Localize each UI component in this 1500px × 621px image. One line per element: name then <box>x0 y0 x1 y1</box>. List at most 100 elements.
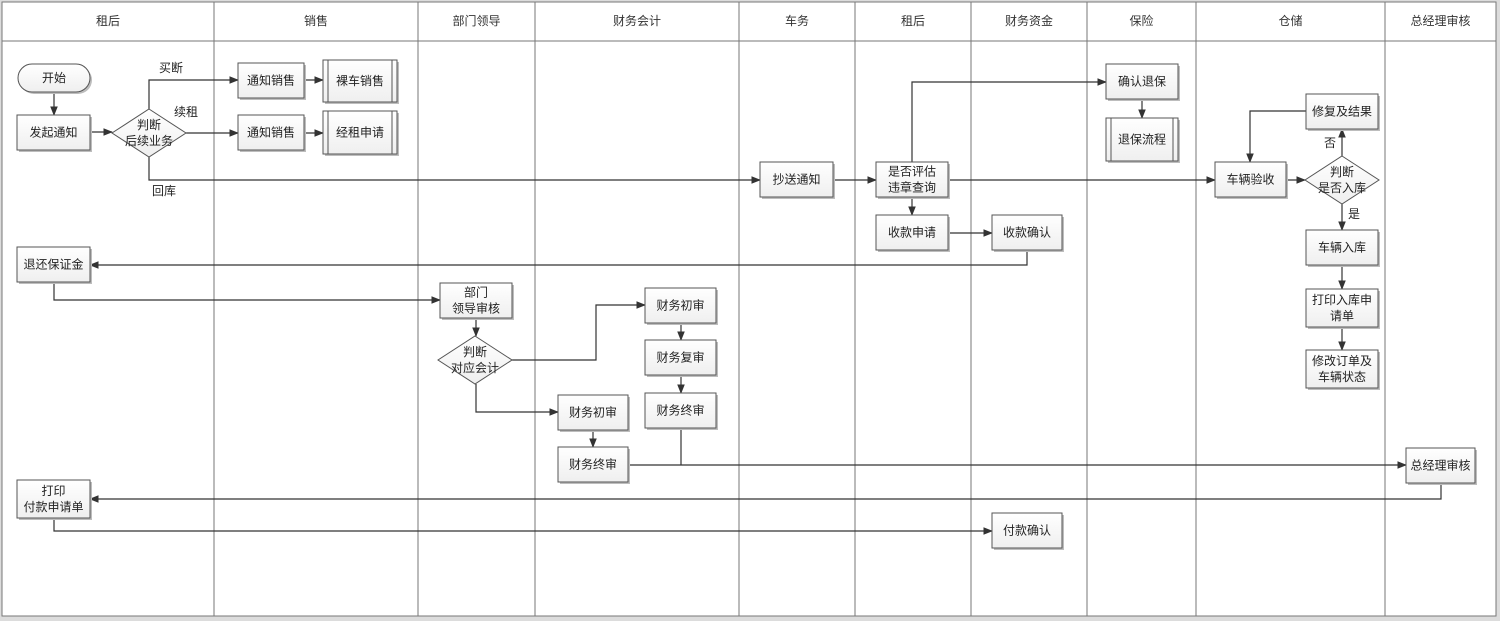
node-label: 打印 <box>41 484 65 498</box>
node-label: 付款确认 <box>1003 524 1051 538</box>
node-cwcs2: 财务初审 <box>557 394 630 432</box>
process-shape <box>1305 93 1379 130</box>
node-label: 总经理审核 <box>1410 458 1470 473</box>
node-label: 车辆状态 <box>1318 369 1366 384</box>
connector-arrow <box>1246 110 1306 163</box>
lane-title: 车务 <box>785 13 809 28</box>
node-cwcs1: 财务初审 <box>644 287 718 325</box>
process-shape <box>875 214 949 251</box>
node-label: 领导审核 <box>452 301 500 316</box>
node-tzxs1: 通知销售 <box>237 62 306 100</box>
edge-label-shi: 是 <box>1348 207 1360 221</box>
node-qrtb: 确认退保 <box>1105 63 1180 101</box>
node-label: 车辆验收 <box>1226 172 1274 187</box>
connector-arrow <box>53 282 441 304</box>
process-shape <box>991 512 1063 549</box>
node-zjl: 总经理审核 <box>1405 447 1477 485</box>
lane-title: 部门领导 <box>452 13 500 28</box>
process-shape <box>16 479 91 519</box>
node-label: 请单 <box>1330 309 1354 323</box>
connector-arrow <box>148 157 761 184</box>
lane-title: 租后 <box>901 14 925 28</box>
node-label: 财务初审 <box>569 405 617 420</box>
process-shape <box>1305 288 1379 328</box>
decision-shape <box>437 335 513 385</box>
decision-shape <box>1304 155 1380 205</box>
node-label: 财务终审 <box>569 457 617 472</box>
node-label: 违章查询 <box>888 180 936 195</box>
node-label: 车辆入库 <box>1318 240 1366 255</box>
decision-shape <box>111 108 187 158</box>
node-tblc: 退保流程 <box>1105 117 1180 163</box>
node-start: 开始 <box>17 63 92 94</box>
node-label: 退还保证金 <box>23 257 83 272</box>
process-shape <box>991 214 1063 251</box>
process-shape <box>16 246 91 283</box>
node-label: 确认退保 <box>1118 75 1166 89</box>
node-label: 抄送通知 <box>772 172 820 187</box>
process-shape <box>322 59 398 103</box>
node-cwzs2: 财务终审 <box>557 446 630 484</box>
node-label: 付款申请单 <box>23 500 83 514</box>
node-label: 对应会计 <box>451 360 499 375</box>
node-thbzj: 退还保证金 <box>16 246 92 284</box>
lane-title: 租后 <box>96 14 120 28</box>
node-lcxs: 裸车销售 <box>322 59 399 104</box>
node-label: 裸车销售 <box>336 73 384 88</box>
process-shape <box>644 287 717 324</box>
lane-titles: 租后销售部门领导财务会计车务租后财务资金保险仓储总经理审核 <box>96 13 1471 28</box>
process-shape <box>1305 349 1379 389</box>
lane-title: 财务会计 <box>613 13 661 28</box>
node-cwzs1: 财务终审 <box>644 392 718 430</box>
process-shape <box>875 161 949 198</box>
node-sksq: 收款申请 <box>875 214 950 252</box>
node-label: 修改订单及 <box>1312 353 1372 368</box>
process-shape <box>557 394 629 431</box>
lane-title: 仓储 <box>1278 13 1302 28</box>
node-label: 财务复审 <box>656 350 704 365</box>
connector-arrow <box>53 518 993 535</box>
process-shape <box>557 446 629 483</box>
edges <box>50 76 1442 535</box>
lane-title: 总经理审核 <box>1410 13 1470 28</box>
process-shape <box>1305 229 1379 266</box>
connector-arrow <box>475 384 559 416</box>
process-shape <box>16 114 91 151</box>
node-label: 是否评估 <box>888 165 936 179</box>
node-label: 是否入库 <box>1318 180 1366 195</box>
connector-arrow <box>89 483 1442 503</box>
nodes: 开始发起通知判断后续业务通知销售裸车销售通知销售经租申请抄送通知是否评估违章查询… <box>16 59 1477 550</box>
lane-title: 财务资金 <box>1005 13 1053 28</box>
connector-arrow <box>911 78 1107 162</box>
node-label: 经租申请 <box>336 126 384 140</box>
process-shape <box>439 282 513 319</box>
node-skqr: 收款确认 <box>991 214 1064 252</box>
process-shape <box>237 114 305 151</box>
node-label: 通知销售 <box>247 73 295 88</box>
node-csz: 抄送通知 <box>759 161 835 199</box>
process-shape <box>759 161 834 198</box>
process-shape <box>1105 63 1179 100</box>
lane-title: 销售 <box>304 13 328 28</box>
edge-label-xuzu: 续租 <box>174 105 198 119</box>
node-label: 退保流程 <box>1118 132 1166 147</box>
node-xfjg: 修复及结果 <box>1305 93 1380 131</box>
connector-arrow <box>148 76 239 109</box>
edge-label-huiku: 回库 <box>152 183 176 198</box>
node-tzxs2: 通知销售 <box>237 114 306 152</box>
node-label: 发起通知 <box>29 125 77 140</box>
edge-label-maiduan: 买断 <box>159 60 183 75</box>
process-shape <box>237 62 305 99</box>
lane-dividers <box>213 2 1386 616</box>
process-shape <box>1105 117 1179 162</box>
node-label: 收款申请 <box>888 226 936 240</box>
